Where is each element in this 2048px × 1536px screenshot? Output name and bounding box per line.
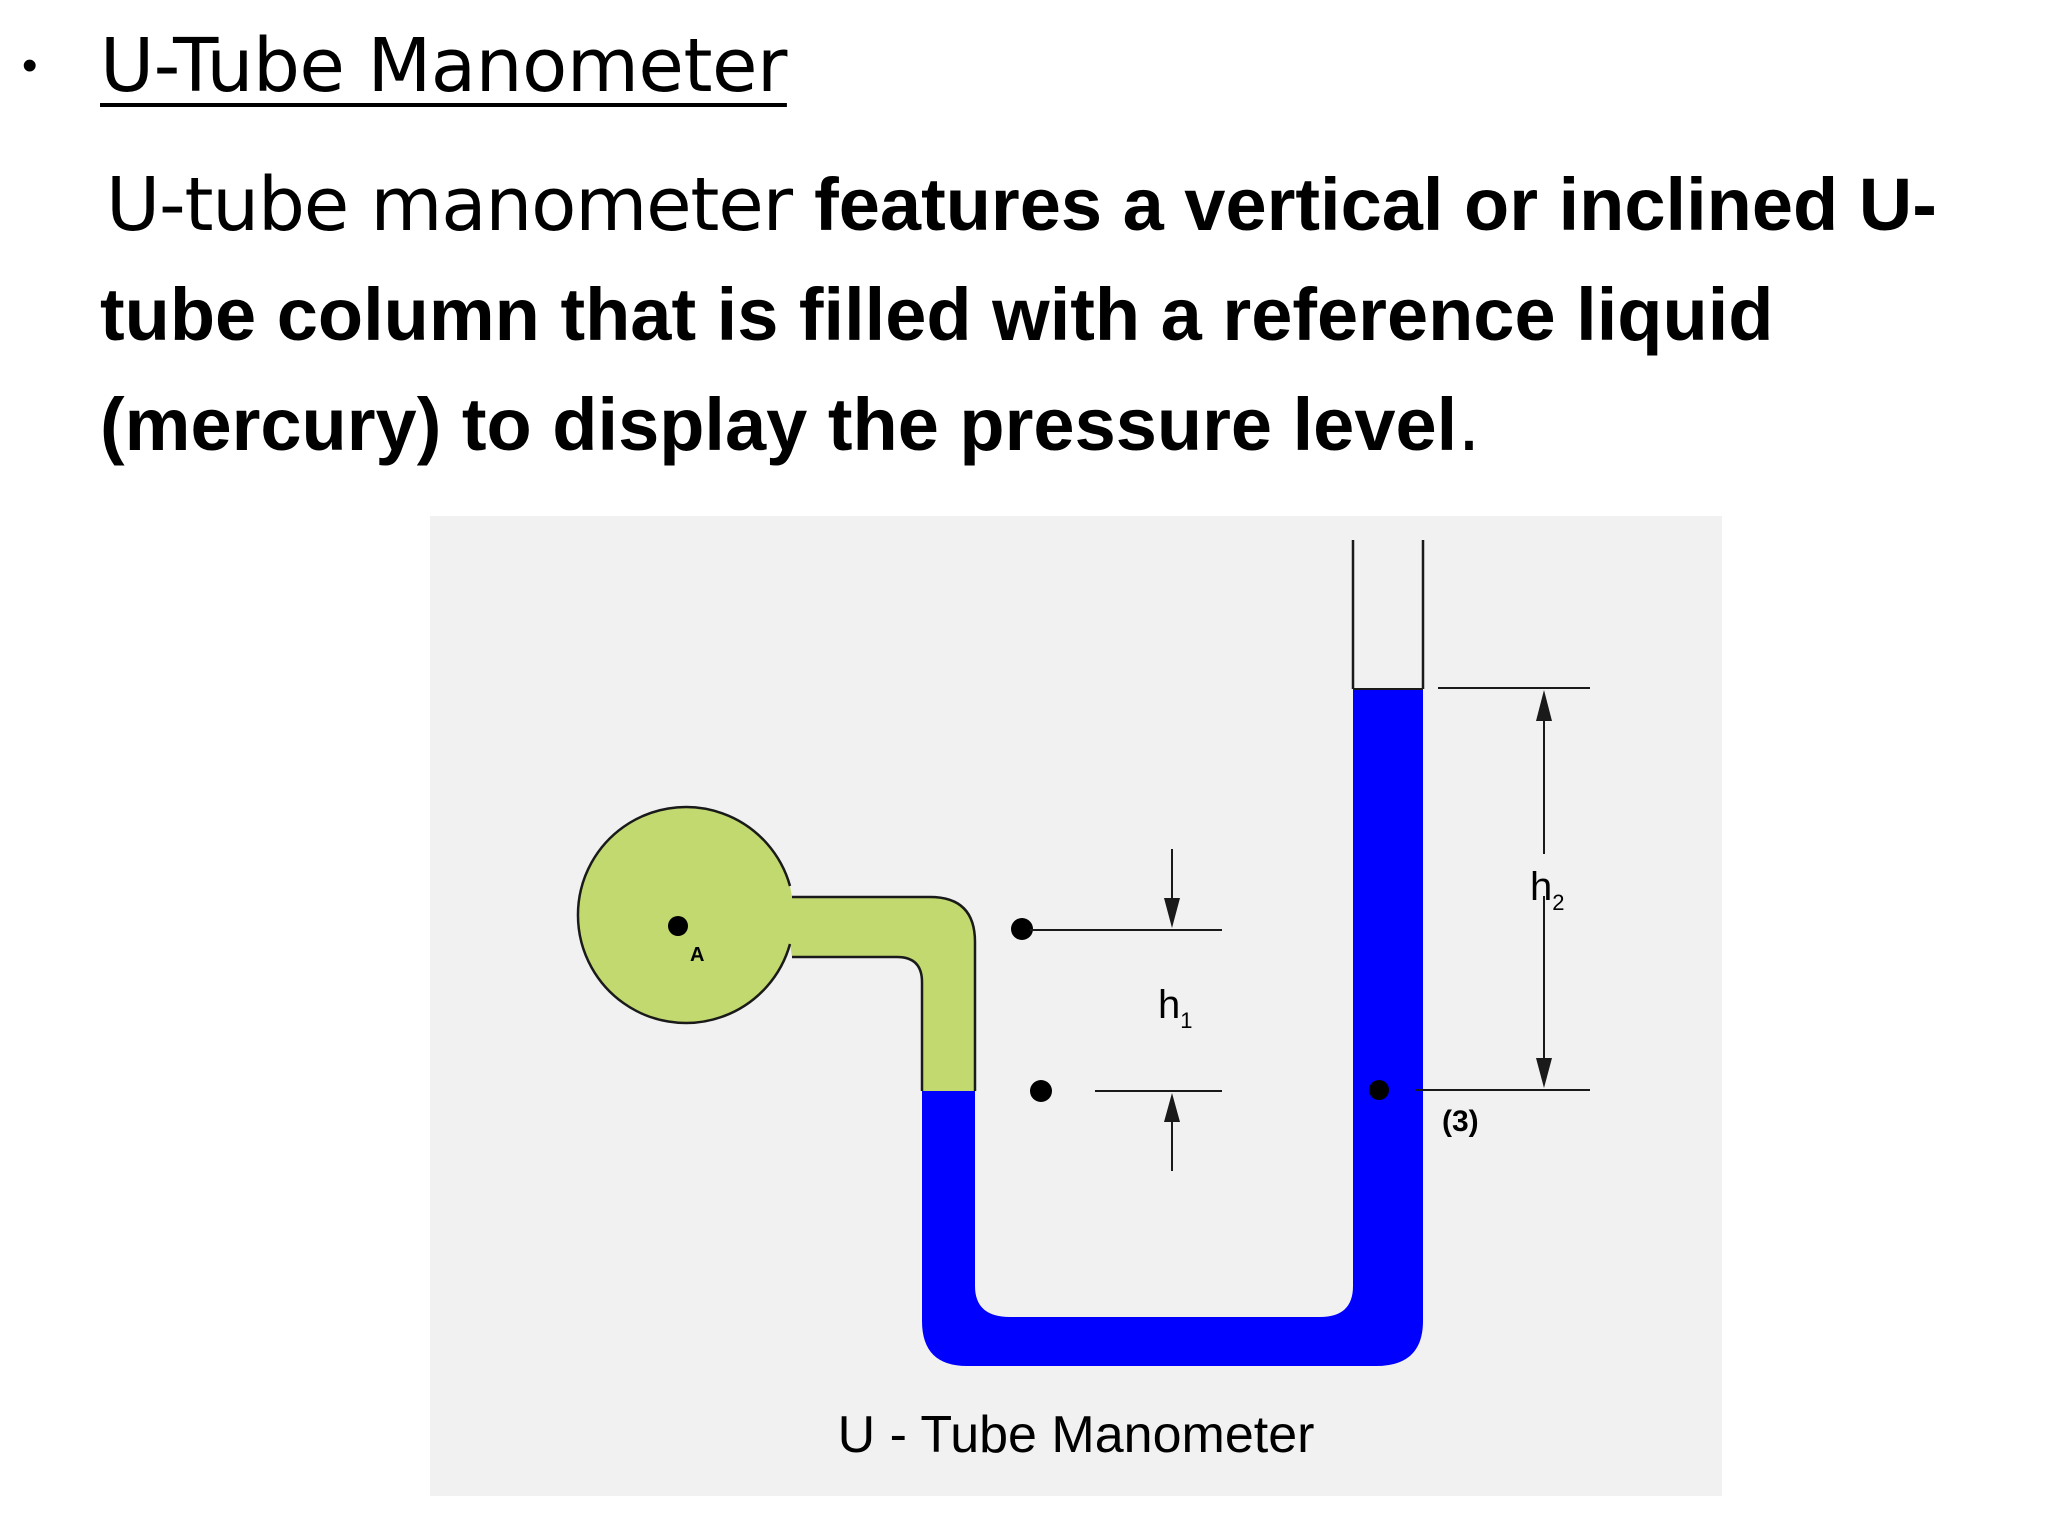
- point-a-dot: [668, 916, 688, 936]
- manometer-figure: A h1 h2 (3) U - Tube Manometer: [430, 516, 1722, 1496]
- green-fluid-region: [577, 807, 975, 1091]
- h2-label: h2: [1530, 865, 1565, 915]
- point-a-label: A: [690, 944, 704, 966]
- pipe-level-dot: [1011, 918, 1033, 940]
- slide-paragraph: U-tube manometer features a vertical or …: [100, 150, 2040, 480]
- paragraph-trail: .: [1457, 382, 1481, 468]
- manometer-diagram: A h1 h2 (3) U - Tube Manometer: [576, 540, 1590, 1464]
- figure-caption: U - Tube Manometer: [838, 1406, 1315, 1464]
- h2-lower-arrowhead: [1536, 1058, 1552, 1088]
- bulb-outline: [576, 805, 792, 1025]
- paragraph-bold: features a vertical or inclined U-tube c…: [100, 163, 1937, 466]
- slide-heading: U-Tube Manometer: [100, 23, 787, 109]
- pipe-outer-edge: [792, 895, 977, 1091]
- bullet-dot: •: [22, 41, 38, 90]
- pipe-inner-edge: [792, 955, 924, 1091]
- h1-upper-arrowhead: [1164, 898, 1180, 928]
- reference-level-dot: [1369, 1080, 1389, 1100]
- h1-lower-arrowhead: [1164, 1093, 1180, 1122]
- interface-dot: [1030, 1080, 1052, 1102]
- h1-label: h1: [1158, 983, 1193, 1033]
- h2-upper-arrowhead: [1536, 690, 1552, 721]
- paragraph-lead: U-tube manometer: [106, 162, 793, 248]
- reference-label: (3): [1442, 1105, 1479, 1138]
- slide-bullet-heading: • U-Tube Manometer: [22, 18, 787, 114]
- mercury-column: [922, 689, 1423, 1366]
